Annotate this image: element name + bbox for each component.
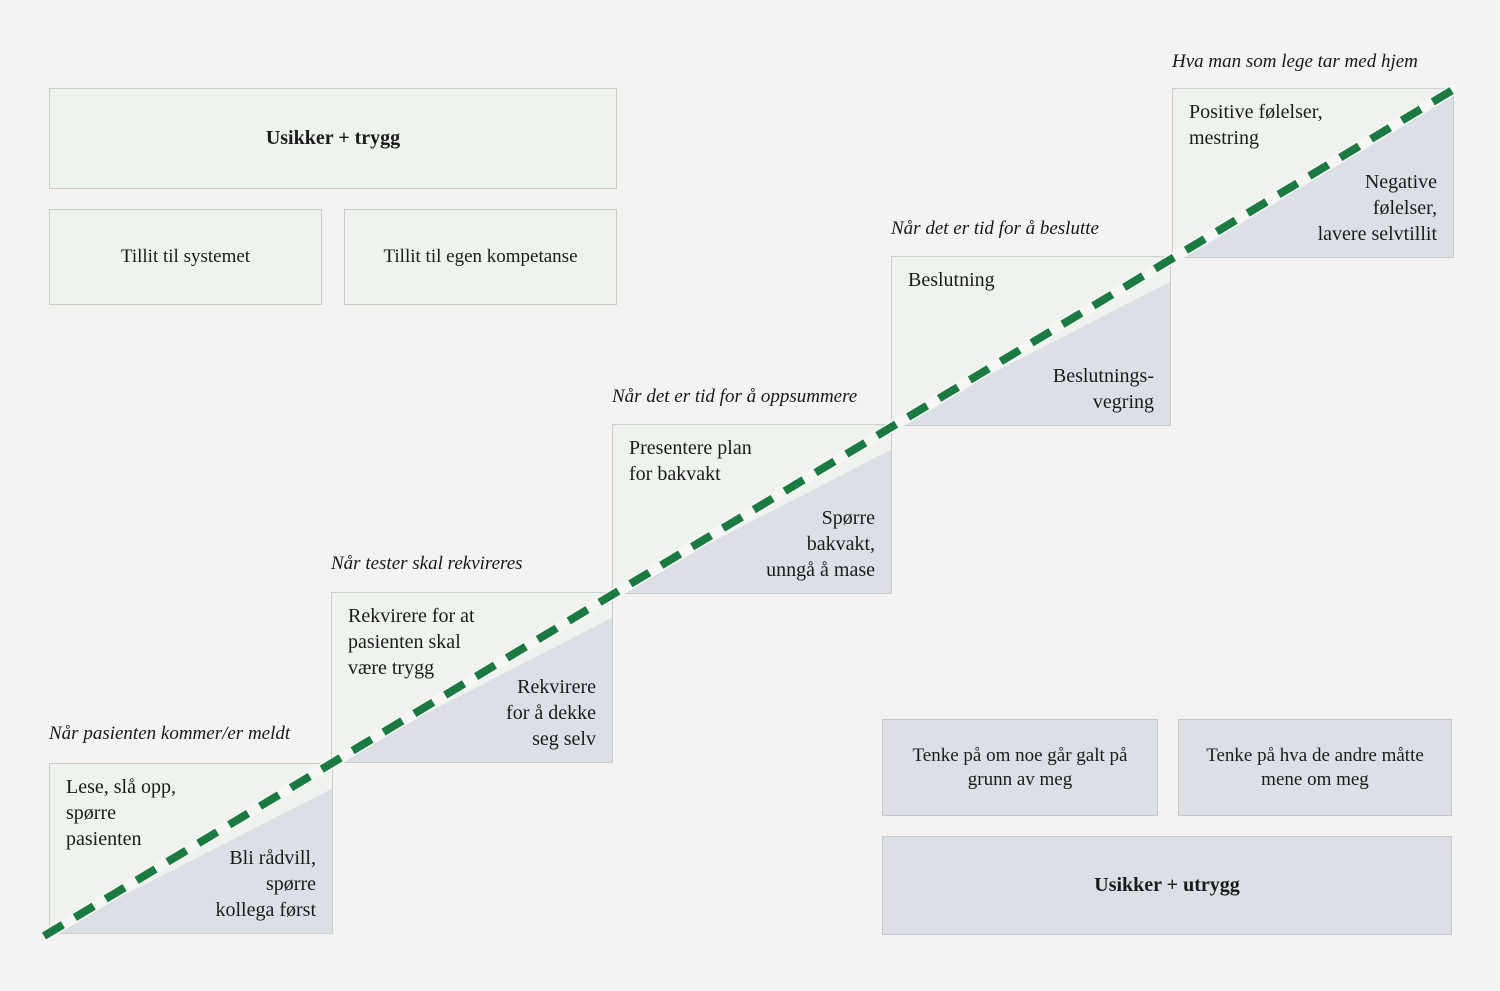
secure-headline-label: Usikker + trygg: [265, 127, 401, 149]
insecure-headline-box: Usikker + utrygg: [882, 836, 1452, 935]
insecure-item-label-0: Tenke på om noe går galt på grunn av meg: [912, 744, 1128, 790]
step-lower-text-3: Beslutnings- vegring: [1052, 365, 1154, 413]
insecure-headline-label: Usikker + utrygg: [1094, 874, 1240, 896]
step-box-1: Rekvirere for at pasienten skal være try…: [331, 592, 613, 763]
step-lower-text-4: Negative følelser, lavere selvtillit: [1317, 171, 1437, 245]
insecure-item-box-0: Tenke på om noe går galt på grunn av meg: [882, 719, 1158, 816]
secure-item-label-1: Tillit til egen kompetanse: [383, 246, 578, 268]
step-box-0: Lese, slå opp, spørre pasienten Bli rådv…: [49, 763, 333, 934]
step-lower-text-0: Bli rådvill, spørre kollega først: [215, 847, 316, 921]
insecure-item-label-1: Tenke på hva de andre måtte mene om meg: [1206, 744, 1424, 790]
secure-item-box-0: Tillit til systemet: [49, 209, 322, 305]
step-box-2: Presentere plan for bakvakt Spørre bakva…: [612, 424, 892, 594]
step-label-2: Når det er tid for å oppsummere: [612, 386, 858, 407]
step-label-4: Hva man som lege tar med hjem: [1172, 51, 1418, 72]
secure-headline-box: Usikker + trygg: [49, 88, 617, 189]
step-lower-text-2: Spørre bakvakt, unngå å mase: [766, 507, 875, 581]
step-lower-text-1: Rekvirere for å dekke seg selv: [506, 676, 596, 750]
step-box-4: Positive følelser, mestring Negative føl…: [1172, 88, 1454, 258]
step-upper-text-2: Presentere plan for bakvakt: [629, 437, 752, 485]
step-label-1: Når tester skal rekvireres: [331, 553, 523, 574]
step-upper-text-3: Beslutning: [908, 269, 995, 291]
secure-item-label-0: Tillit til systemet: [120, 246, 251, 268]
step-box-3: Beslutning Beslutnings- vegring: [891, 256, 1171, 426]
insecure-item-box-1: Tenke på hva de andre måtte mene om meg: [1178, 719, 1452, 816]
secure-item-box-1: Tillit til egen kompetanse: [344, 209, 617, 305]
step-upper-text-0: Lese, slå opp, spørre pasienten: [66, 776, 176, 850]
step-label-0: Når pasienten kommer/er meldt: [49, 723, 291, 744]
step-upper-text-1: Rekvirere for at pasienten skal være try…: [348, 605, 475, 679]
step-upper-text-4: Positive følelser, mestring: [1189, 101, 1323, 149]
step-label-3: Når det er tid for å beslutte: [891, 218, 1099, 239]
